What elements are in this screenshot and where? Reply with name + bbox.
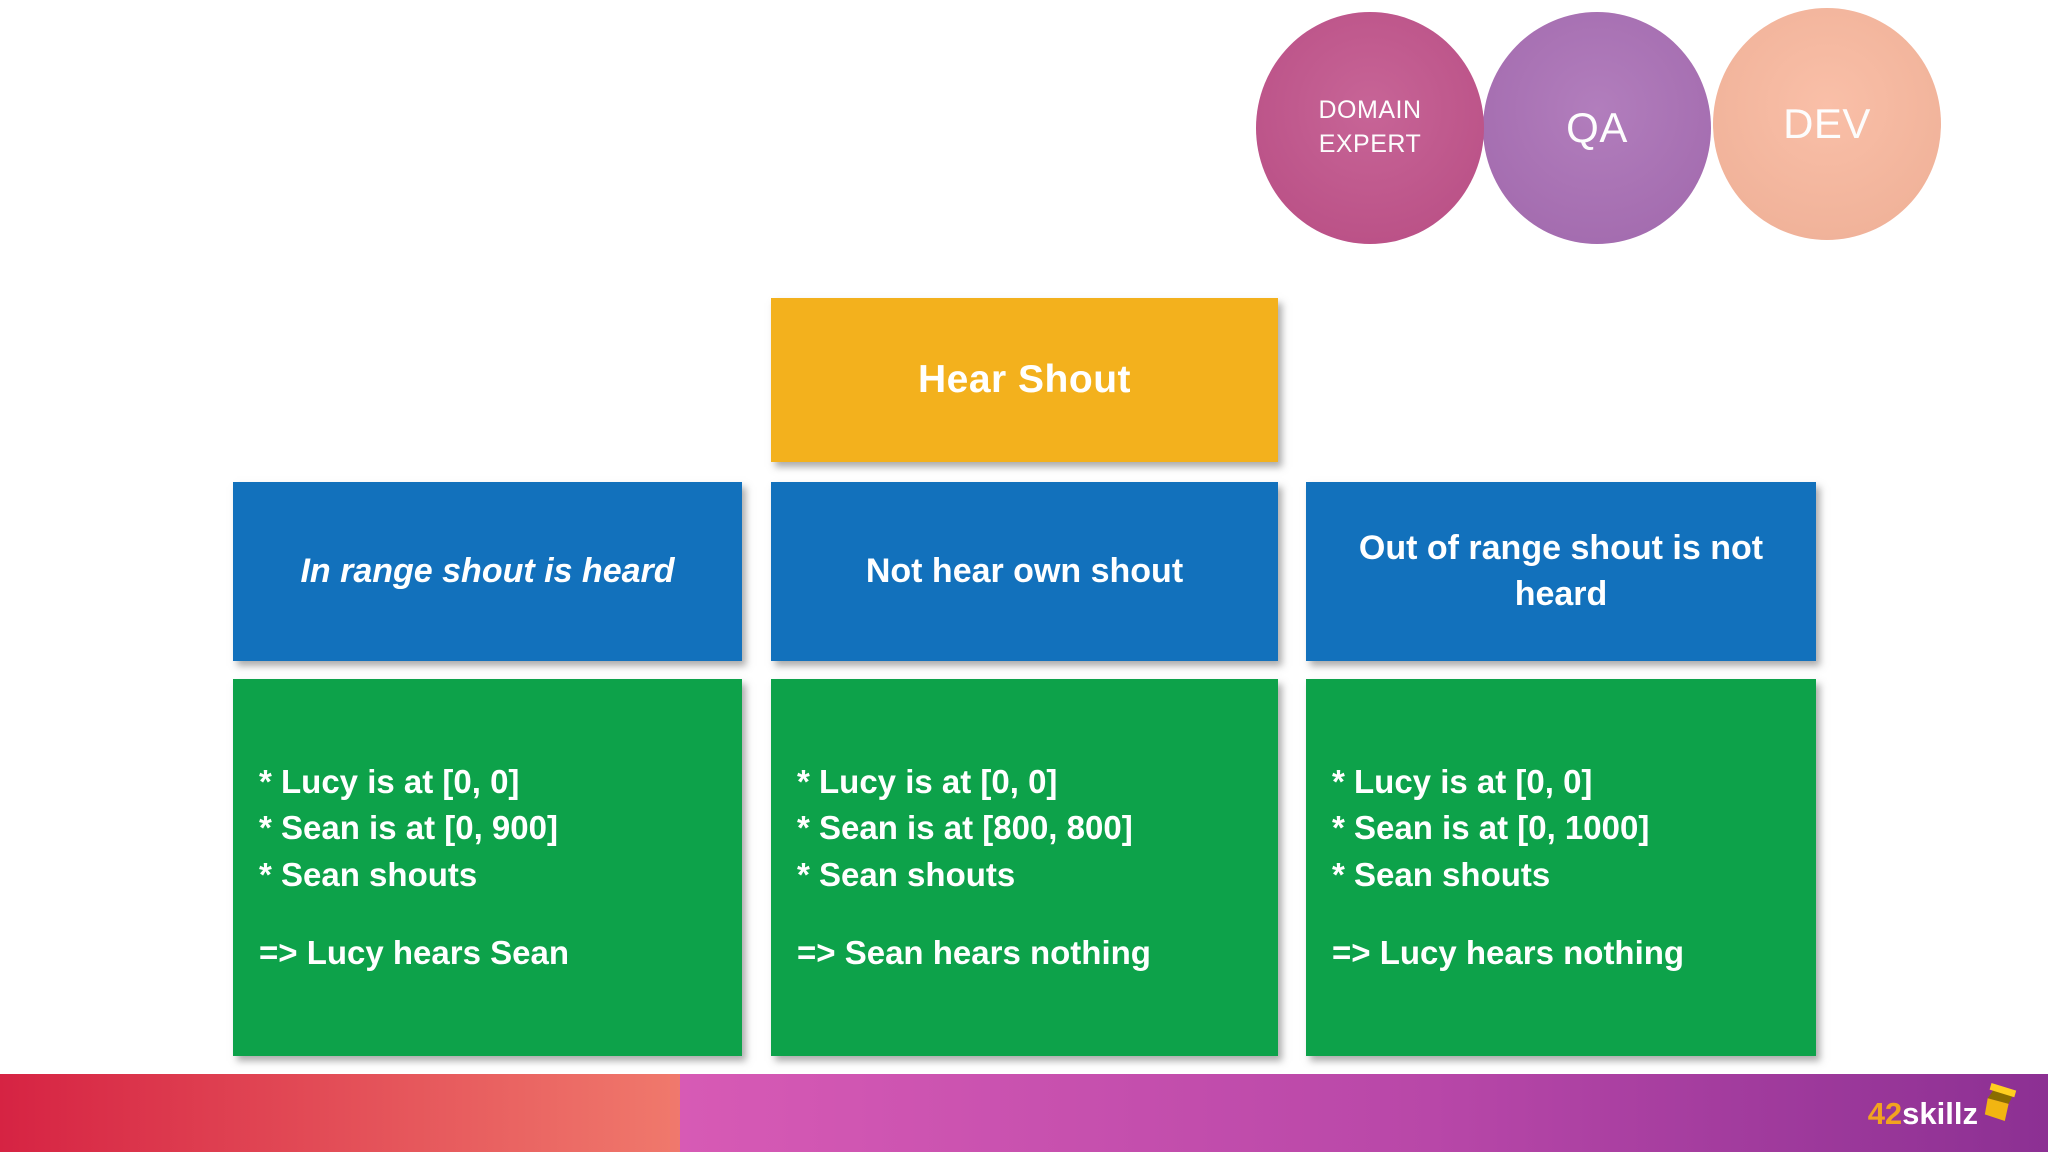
footer-bar-right-segment bbox=[680, 1074, 2048, 1152]
scenario-header-own-shout: Not hear own shout bbox=[771, 482, 1278, 661]
scenario-result: => Lucy hears Sean bbox=[259, 933, 570, 971]
brand-logo-prefix: 42 bbox=[1867, 1095, 1903, 1131]
scenario-step: * Lucy is at [0, 0] bbox=[1332, 763, 1593, 801]
brand-logo-suffix: skillz bbox=[1902, 1095, 1978, 1131]
circle-qa: QA bbox=[1483, 12, 1711, 244]
scenario-header-out-of-range: Out of range shout is not heard bbox=[1306, 482, 1816, 661]
circle-qa-label: QA bbox=[1566, 103, 1628, 151]
scenario-header-label: Not hear own shout bbox=[865, 551, 1184, 590]
open-box-icon bbox=[1984, 1083, 2017, 1121]
feature-title: Hear Shout bbox=[917, 358, 1132, 401]
scenario-body-out-of-range: * Lucy is at [0, 0] * Sean is at [0, 100… bbox=[1306, 679, 1816, 1056]
scenario-step: * Lucy is at [0, 0] bbox=[259, 763, 520, 801]
circle-domain-expert: DOMAIN EXPERT bbox=[1256, 12, 1484, 244]
scenario-step: * Sean is at [0, 900] bbox=[259, 809, 558, 847]
scenario-step: * Sean shouts bbox=[797, 855, 1016, 893]
scenario-step: * Sean shouts bbox=[1332, 855, 1551, 893]
brand-logo: 42 skillz bbox=[1868, 1074, 2020, 1152]
scenario-header-label: Out of range shout is not heard bbox=[1358, 528, 1764, 613]
scenario-step: * Sean is at [800, 800] bbox=[797, 809, 1133, 847]
scenario-result: => Sean hears nothing bbox=[797, 933, 1151, 971]
footer-bar-left-segment bbox=[0, 1074, 680, 1152]
scenario-step: * Lucy is at [0, 0] bbox=[797, 763, 1058, 801]
feature-title-box: Hear Shout bbox=[771, 298, 1278, 462]
scenario-header-in-range: In range shout is heard bbox=[233, 482, 742, 661]
scenario-step: * Sean shouts bbox=[259, 855, 478, 893]
circle-domain-expert-label: DOMAIN EXPERT bbox=[1318, 96, 1422, 158]
circle-dev: DEV bbox=[1713, 8, 1941, 240]
scenario-result: => Lucy hears nothing bbox=[1332, 933, 1685, 971]
scenario-step: * Sean is at [0, 1000] bbox=[1332, 809, 1650, 847]
scenario-header-label: In range shout is heard bbox=[300, 551, 675, 590]
scenario-body-own-shout: * Lucy is at [0, 0] * Sean is at [800, 8… bbox=[771, 679, 1278, 1056]
scenario-body-in-range: * Lucy is at [0, 0] * Sean is at [0, 900… bbox=[233, 679, 742, 1056]
circle-dev-label: DEV bbox=[1783, 99, 1871, 147]
